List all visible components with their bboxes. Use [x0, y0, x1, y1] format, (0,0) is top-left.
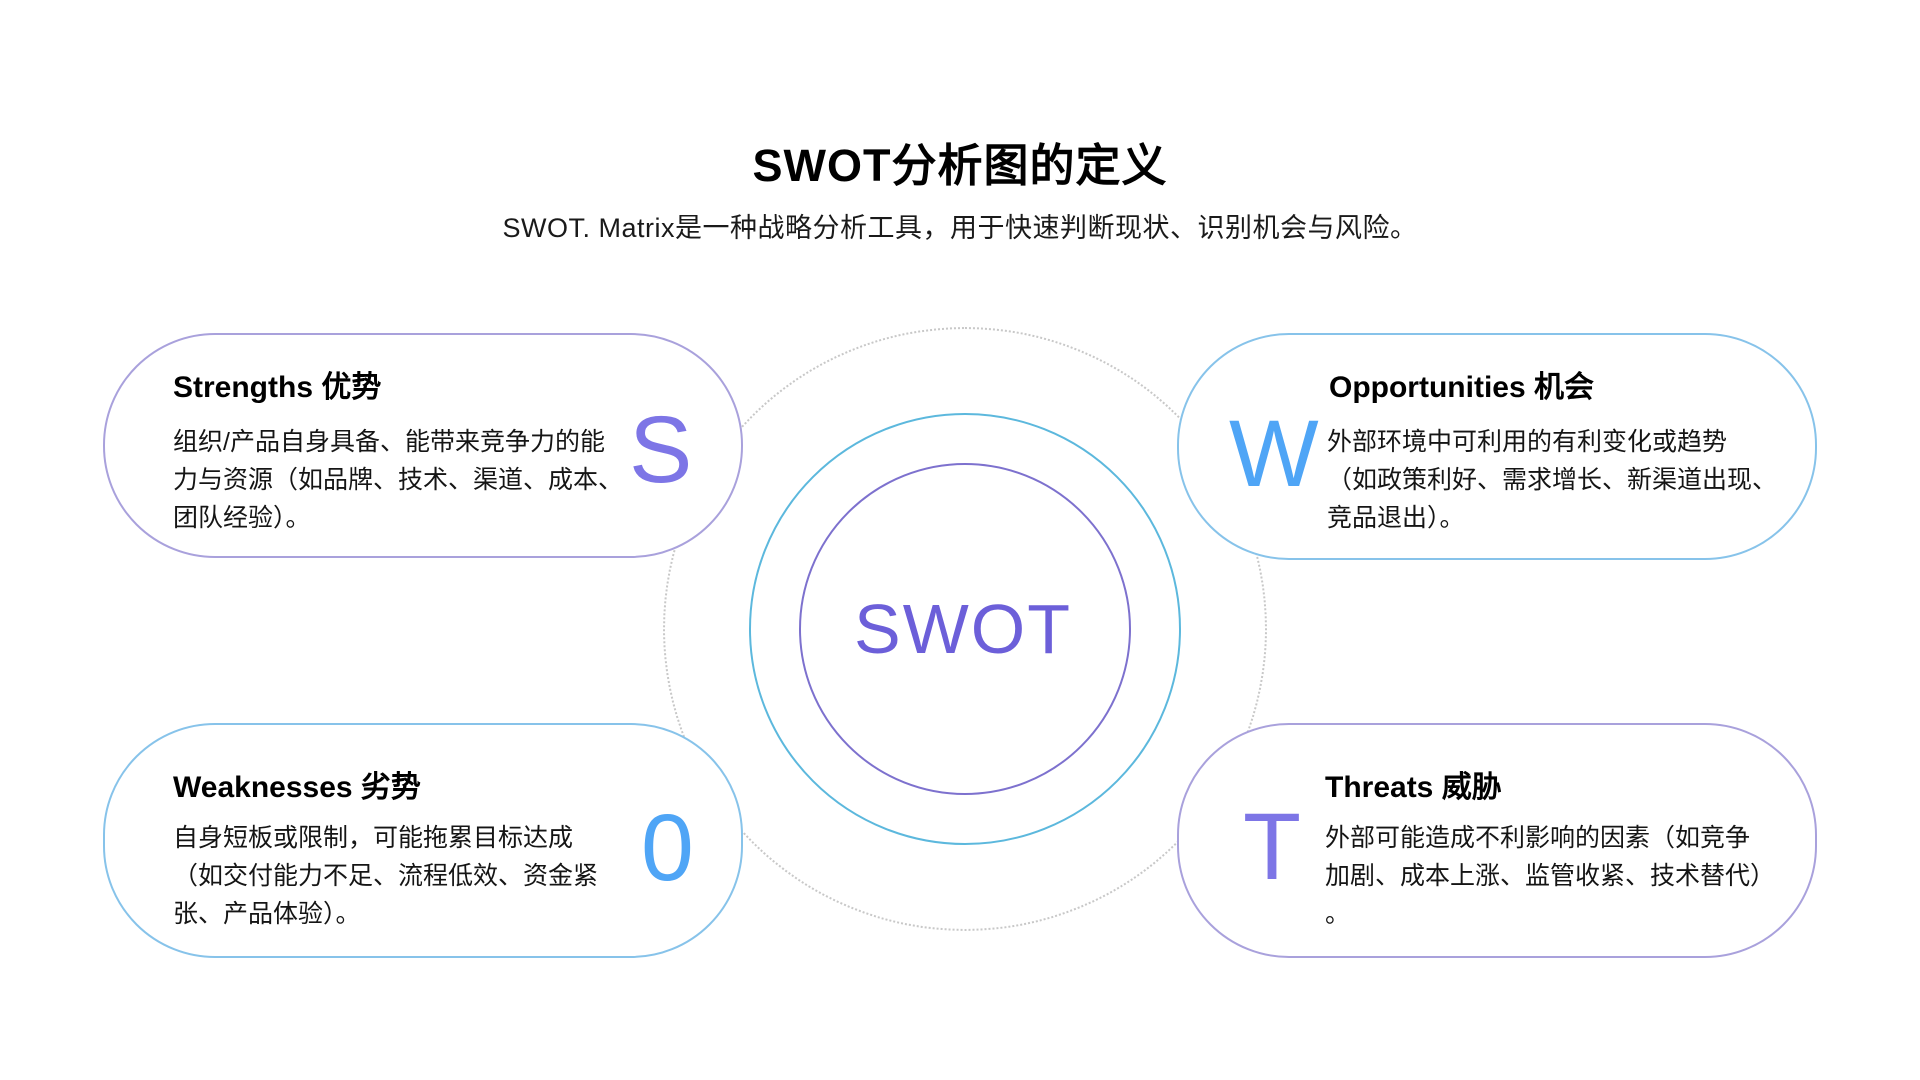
quadrant-heading: Weaknesses 劣势: [173, 771, 421, 804]
quadrant-heading: Strengths 优势: [173, 371, 382, 404]
quadrant-body: 外部环境中可利用的有利变化或趋势 （如政策利好、需求增长、新渠道出现、 竞品退出…: [1327, 428, 1778, 532]
quadrant-opportunities: Opportunities 机会 外部环境中可利用的有利变化或趋势 （如政策利好…: [1177, 333, 1817, 560]
quadrant-letter: W: [1229, 401, 1319, 507]
swot-outer-ring: [749, 413, 1181, 845]
swot-inner-ring: [799, 463, 1131, 795]
quadrant-threats: Threats 威胁 外部可能造成不利影响的因素（如竞争 加剧、成本上涨、监管收…: [1177, 723, 1817, 958]
quadrant-letter: S: [629, 397, 693, 503]
page-title: SWOT分析图的定义: [752, 140, 1168, 191]
quadrant-body: 自身短板或限制，可能拖累目标达成 （如交付能力不足、流程低效、资金紧 张、产品体…: [173, 824, 599, 928]
swot-dotted-ring: [663, 327, 1267, 931]
quadrant-letter: 0: [641, 795, 694, 901]
quadrant-heading: Threats 威胁: [1325, 771, 1502, 804]
quadrant-strengths: Strengths 优势 组织/产品自身具备、能带来竞争力的能 力与资源（如品牌…: [103, 333, 743, 558]
swot-center-label: SWOT: [854, 590, 1072, 668]
page-subtitle: SWOT. Matrix是一种战略分析工具，用于快速判断现状、识别机会与风险。: [502, 213, 1418, 243]
quadrant-heading: Opportunities 机会: [1329, 371, 1594, 404]
quadrant-letter: T: [1243, 794, 1302, 900]
quadrant-weaknesses: Weaknesses 劣势 自身短板或限制，可能拖累目标达成 （如交付能力不足、…: [103, 723, 743, 958]
quadrant-body: 外部可能造成不利影响的因素（如竞争 加剧、成本上涨、监管收紧、技术替代） 。: [1325, 824, 1776, 928]
quadrant-body: 组织/产品自身具备、能带来竞争力的能 力与资源（如品牌、技术、渠道、成本、 团队…: [173, 428, 624, 532]
